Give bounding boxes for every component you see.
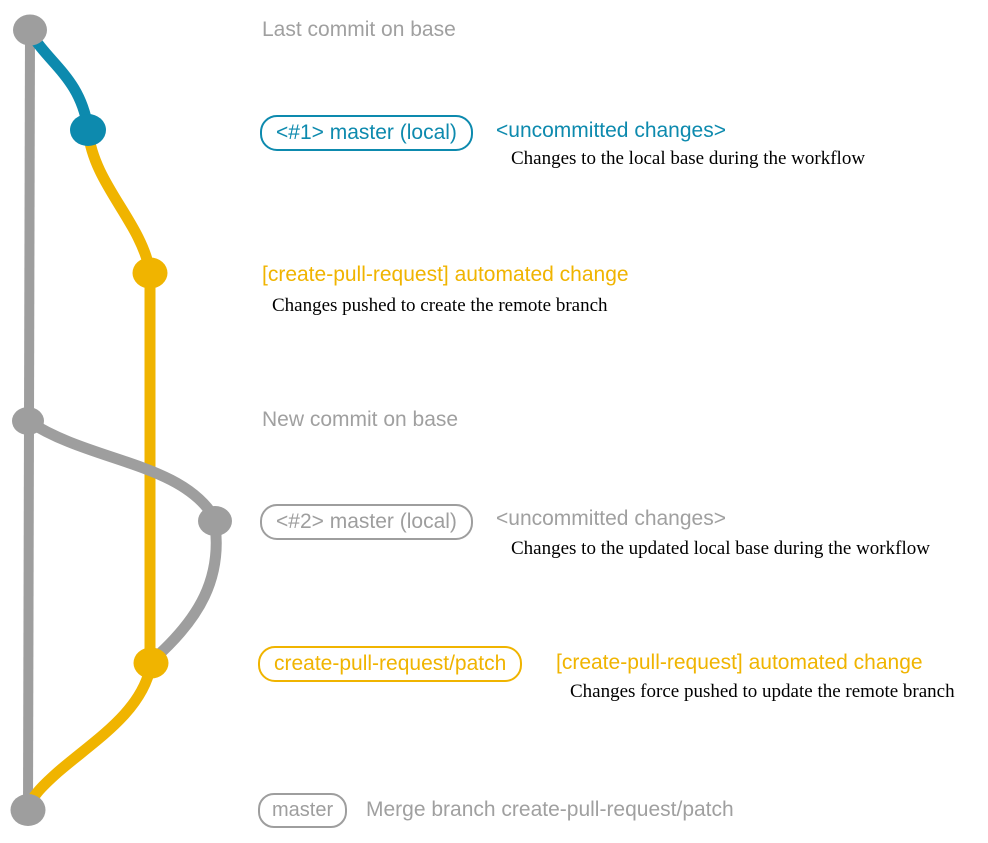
badge-create-pull-request-patch-text: create-pull-request/patch (274, 652, 507, 675)
commit-dot-last-base (13, 14, 47, 46)
label-automated-change-2: [create-pull-request] automated change (556, 651, 923, 674)
commit-dot-local-1 (70, 114, 106, 146)
badge-master-local-1-text: <#1> master (local) (276, 121, 457, 144)
desc-changes-pushed: Changes pushed to create the remote bran… (272, 295, 608, 316)
commit-dot-new-base (12, 407, 44, 435)
badge-master-local-2: <#2> master (local) (260, 504, 473, 540)
desc-local-base-changes: Changes to the local base during the wor… (511, 148, 866, 169)
desc-changes-force-pushed: Changes force pushed to update the remot… (570, 681, 955, 702)
patch-branch-out-line (82, 130, 156, 273)
badge-master-text: master (272, 799, 334, 821)
rebase-line (150, 523, 222, 664)
commit-dot-merge (10, 794, 46, 826)
note-uncommitted-changes-2: <uncommitted changes> (496, 507, 726, 530)
note-uncommitted-changes-1: <uncommitted changes> (496, 119, 726, 142)
commit-dot-automated-1 (132, 257, 168, 289)
desc-updated-local-base-changes: Changes to the updated local base during… (511, 538, 930, 559)
merge-line (23, 663, 157, 809)
badge-create-pull-request-patch: create-pull-request/patch (258, 646, 523, 682)
label-automated-change-1: [create-pull-request] automated change (262, 263, 629, 286)
commit-dot-local-2 (198, 506, 232, 536)
local-master-branch-out-line (25, 29, 94, 129)
commit-dot-automated-2 (133, 647, 169, 679)
label-new-commit-on-base: New commit on base (262, 408, 459, 431)
label-merge-branch: Merge branch create-pull-request/patch (366, 798, 734, 821)
badge-master-local-1: <#1> master (local) (260, 115, 473, 151)
base-branch-out-line-2 (24, 416, 219, 521)
badge-master: master (258, 793, 348, 828)
badge-master-local-2-text: <#2> master (local) (276, 510, 457, 533)
label-last-commit-on-base: Last commit on base (262, 18, 456, 41)
